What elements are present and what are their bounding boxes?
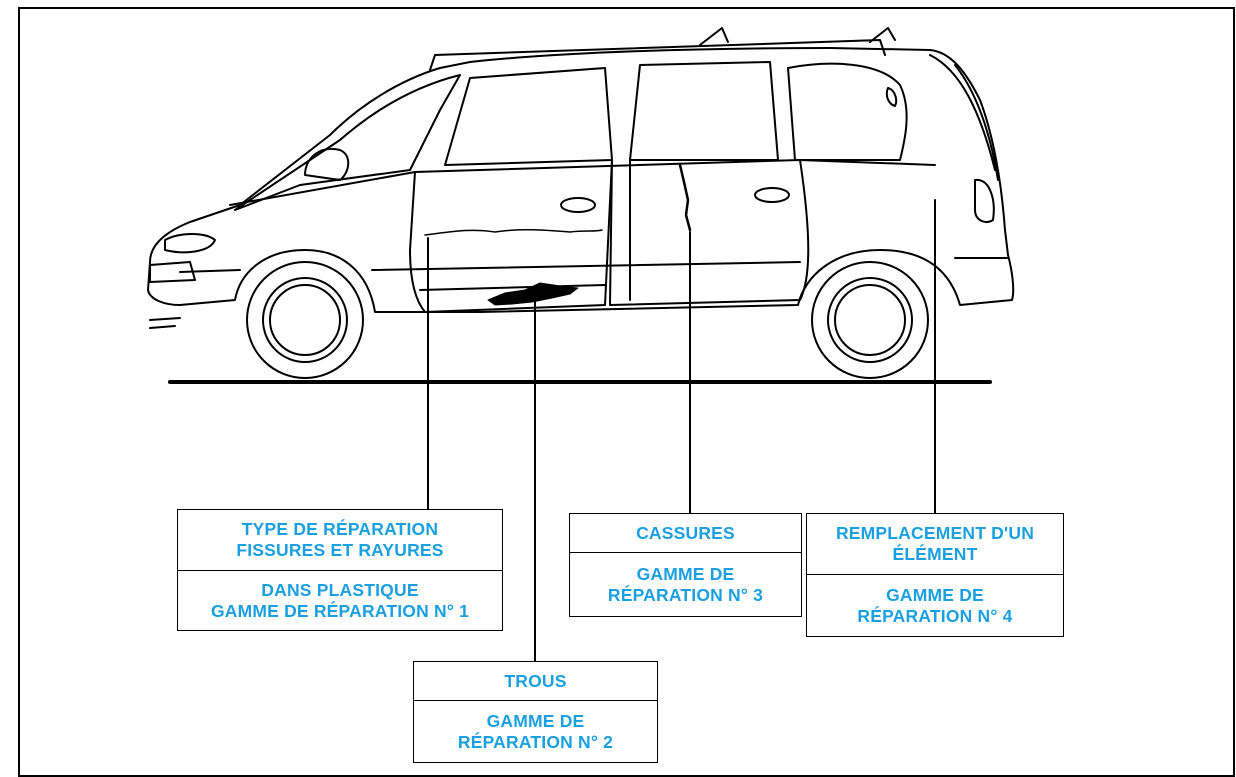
label-text: GAMME DE xyxy=(637,564,735,585)
label-text: TYPE DE RÉPARATION xyxy=(242,519,438,540)
label-trous-header: TROUS xyxy=(414,662,657,700)
rear-wheel xyxy=(812,262,928,378)
label-text: REMPLACEMENT D'UN xyxy=(836,523,1034,544)
label-trous: TROUS GAMME DE RÉPARATION N° 2 xyxy=(413,661,658,763)
label-text: ÉLÉMENT xyxy=(892,544,977,565)
label-text: RÉPARATION N° 4 xyxy=(857,606,1012,627)
label-fissures: TYPE DE RÉPARATION FISSURES ET RAYURES D… xyxy=(177,509,503,631)
front-door-window xyxy=(445,68,612,165)
hole-damage xyxy=(488,283,578,305)
front-wheel xyxy=(247,262,363,378)
rear-window xyxy=(788,64,907,160)
label-text: GAMME DE xyxy=(886,585,984,606)
label-text: FISSURES ET RAYURES xyxy=(236,540,443,561)
sliding-door xyxy=(610,160,808,305)
label-trous-body: GAMME DE RÉPARATION N° 2 xyxy=(414,700,657,762)
middle-window xyxy=(630,62,778,160)
label-remplacement: REMPLACEMENT D'UN ÉLÉMENT GAMME DE RÉPAR… xyxy=(806,513,1064,637)
tail-light xyxy=(975,180,994,222)
label-cassures: CASSURES GAMME DE RÉPARATION N° 3 xyxy=(569,513,802,617)
label-fissures-header: TYPE DE RÉPARATION FISSURES ET RAYURES xyxy=(178,510,502,570)
label-cassures-body: GAMME DE RÉPARATION N° 3 xyxy=(570,552,801,616)
front-door-handle xyxy=(561,198,595,212)
label-remplacement-body: GAMME DE RÉPARATION N° 4 xyxy=(807,574,1063,636)
label-remplacement-header: REMPLACEMENT D'UN ÉLÉMENT xyxy=(807,514,1063,574)
label-text: RÉPARATION N° 3 xyxy=(608,585,763,606)
scratch-damage xyxy=(425,230,602,235)
label-cassures-header: CASSURES xyxy=(570,514,801,552)
car-body xyxy=(148,48,1013,312)
label-text: GAMME DE RÉPARATION N° 1 xyxy=(211,601,469,622)
rear-door-handle xyxy=(755,188,789,202)
label-text: RÉPARATION N° 2 xyxy=(458,732,613,753)
label-text: TROUS xyxy=(504,671,566,692)
windshield xyxy=(235,75,460,210)
label-text: CASSURES xyxy=(636,523,735,544)
label-text: GAMME DE xyxy=(487,711,585,732)
side-mirror xyxy=(305,149,348,180)
label-fissures-body: DANS PLASTIQUE GAMME DE RÉPARATION N° 1 xyxy=(178,570,502,630)
label-text: DANS PLASTIQUE xyxy=(261,580,418,601)
crack-damage xyxy=(680,165,690,230)
headlight xyxy=(165,234,215,252)
